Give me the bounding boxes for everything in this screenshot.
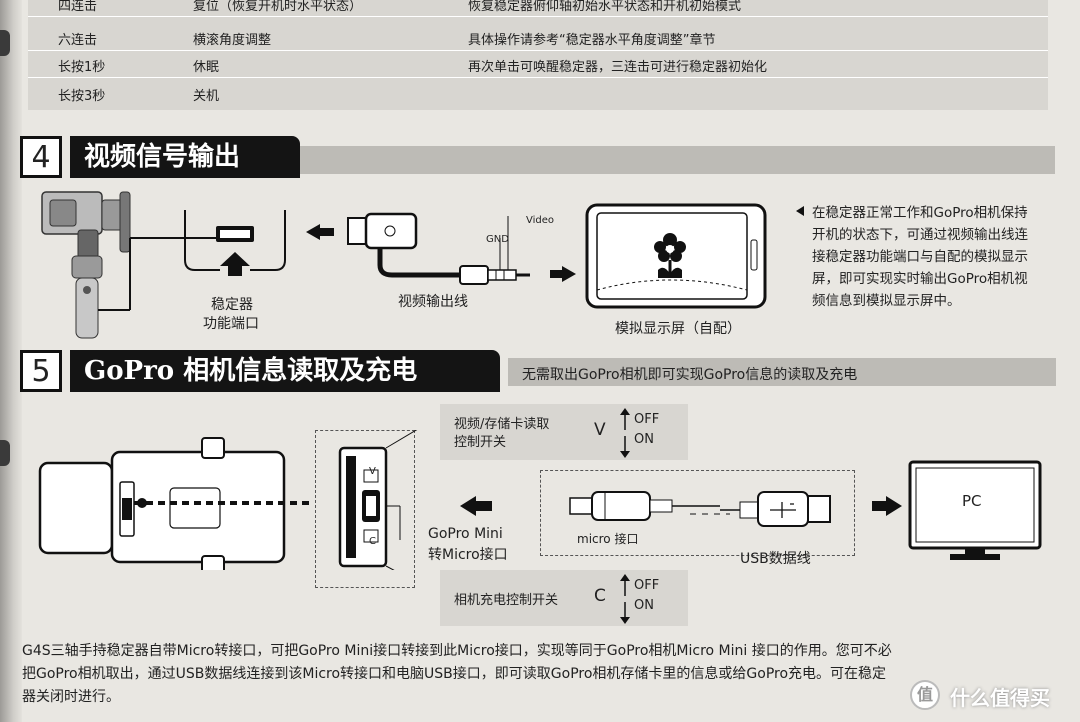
gopro-connection-diagram (38, 430, 1042, 570)
command-table: 四连击 复位（恢复开机时水平状态） 恢复稳定器俯仰轴初始水平状态和开机初始模式 … (28, 0, 1048, 110)
video-switch-box: 视频/存储卡读取 控制开关 V OFF ON (440, 404, 688, 460)
on-label: ON (634, 598, 654, 613)
description-cell: 恢复稳定器俯仰轴初始水平状态和开机初始模式 (468, 0, 742, 14)
charge-switch-label: 相机充电控制开关 (454, 593, 559, 608)
port-label: 稳定器 (211, 297, 253, 313)
function-cell: 关机 (193, 89, 220, 104)
footer-line: 器关闭时进行。 (22, 689, 120, 705)
function-cell: 横滚角度调整 (193, 33, 272, 48)
video-output-diagram (41, 191, 767, 339)
port-v-label: V (369, 466, 376, 477)
usb-cable-label: USB数据线 (740, 551, 811, 567)
up-down-arrow-icon (620, 574, 630, 624)
video-output-cable (347, 212, 530, 285)
section-title: GoPro 相机信息读取及充电 (70, 350, 500, 392)
gimbal-illustration (41, 191, 252, 339)
pc-monitor (908, 460, 1042, 560)
action-cell: 四连击 (58, 0, 98, 14)
function-cell: 复位（恢复开机时水平状态） (193, 0, 363, 14)
up-down-arrow-icon (620, 408, 630, 458)
bullet-triangle-icon (796, 206, 804, 216)
section4-header: 4 视频信号输出 (20, 136, 1060, 178)
description-line: 屏，即可实现实时输出GoPro相机视 (812, 271, 1028, 287)
binding-hole (0, 30, 10, 56)
analog-monitor (585, 203, 767, 309)
footer-line: 把GoPro相机取出，通过USB数据线连接到该Micro转接口和电脑USB接口，… (22, 666, 887, 682)
section-number: 4 (20, 136, 62, 178)
description-line: 频信息到模拟显示屏中。 (812, 293, 961, 309)
section5-header: 5 GoPro 相机信息读取及充电 无需取出GoPro相机即可实现GoPro信息… (20, 350, 1060, 392)
arrow-right-icon (872, 496, 902, 516)
micro-port-illustration (338, 430, 418, 570)
function-cell: 休眠 (193, 60, 220, 75)
action-cell: 长按3秒 (58, 89, 106, 104)
action-cell: 六连击 (58, 33, 98, 48)
switch-v-label: V (594, 420, 606, 440)
footer-line: G4S三轴手持稳定器自带Micro转接口，可把GoPro Mini接口转接到此M… (22, 643, 892, 659)
arrow-left-icon (460, 496, 492, 516)
usb-cable-box (540, 470, 855, 556)
video-switch-label: 控制开关 (454, 435, 507, 450)
mini-adapter-label: GoPro Mini (428, 526, 503, 542)
description-line: 在稳定器正常工作和GoPro相机保持 (812, 205, 1028, 221)
section-subtitle: 无需取出GoPro相机即可实现GoPro信息的读取及充电 (522, 367, 858, 383)
description-cell: 再次单击可唤醒稳定器，三连击可进行稳定器初始化 (468, 60, 768, 75)
gnd-label: GND (486, 234, 509, 245)
mini-adapter-label: 转Micro接口 (428, 547, 508, 563)
micro-port-label: micro 接口 (577, 532, 639, 546)
micro-usb-plug (569, 491, 720, 521)
video-label: Video (526, 215, 555, 226)
port-label: 功能端口 (203, 316, 259, 332)
table-row: 四连击 复位（恢复开机时水平状态） 恢复稳定器俯仰轴初始水平状态和开机初始模式 (28, 0, 1048, 17)
charge-switch-box: 相机充电控制开关 C OFF ON (440, 570, 688, 626)
description-cell: 具体操作请参考“稳定器水平角度调整”章节 (468, 33, 716, 48)
watermark-text: 什么值得买 (950, 686, 1050, 710)
usb-a-plug (720, 491, 831, 527)
monitor-label: 模拟显示屏（自配） (615, 321, 741, 337)
arrow-right-icon (550, 266, 576, 282)
cable-label: 视频输出线 (398, 294, 468, 310)
description-line: 开机的状态下，可通过视频输出线连 (812, 227, 1028, 243)
pc-label: PC (962, 492, 982, 510)
video-switch-label: 视频/存储卡读取 (454, 417, 550, 432)
binding-hole (0, 440, 10, 466)
section-number: 5 (20, 350, 62, 392)
section-bar: 无需取出GoPro相机即可实现GoPro信息的读取及充电 (508, 358, 1056, 386)
page-binding (0, 0, 22, 722)
off-label: OFF (634, 578, 660, 593)
section-bar (300, 146, 1055, 174)
description-line: 接稳定器功能端口与自配的模拟显示 (812, 249, 1028, 265)
watermark-logo-icon: 值 (910, 680, 940, 710)
off-label: OFF (634, 412, 660, 427)
table-row: 六连击 横滚角度调整 具体操作请参考“稳定器水平角度调整”章节 (28, 24, 1048, 51)
footer-paragraph: G4S三轴手持稳定器自带Micro转接口，可把GoPro Mini接口转接到此M… (22, 640, 1072, 709)
arrow-left-icon (306, 224, 334, 240)
table-row: 长按3秒 关机 (28, 80, 1048, 107)
on-label: ON (634, 432, 654, 447)
action-cell: 长按1秒 (58, 60, 106, 75)
switch-c-label: C (594, 586, 606, 606)
port-c-label: C (369, 536, 376, 547)
port-detail-box (315, 430, 415, 588)
gimbal-function-port (184, 210, 286, 276)
table-row: 长按1秒 休眠 再次单击可唤醒稳定器，三连击可进行稳定器初始化 (28, 51, 1048, 78)
section-title: 视频信号输出 (70, 136, 300, 178)
gopro-camera-illustration (38, 437, 310, 570)
